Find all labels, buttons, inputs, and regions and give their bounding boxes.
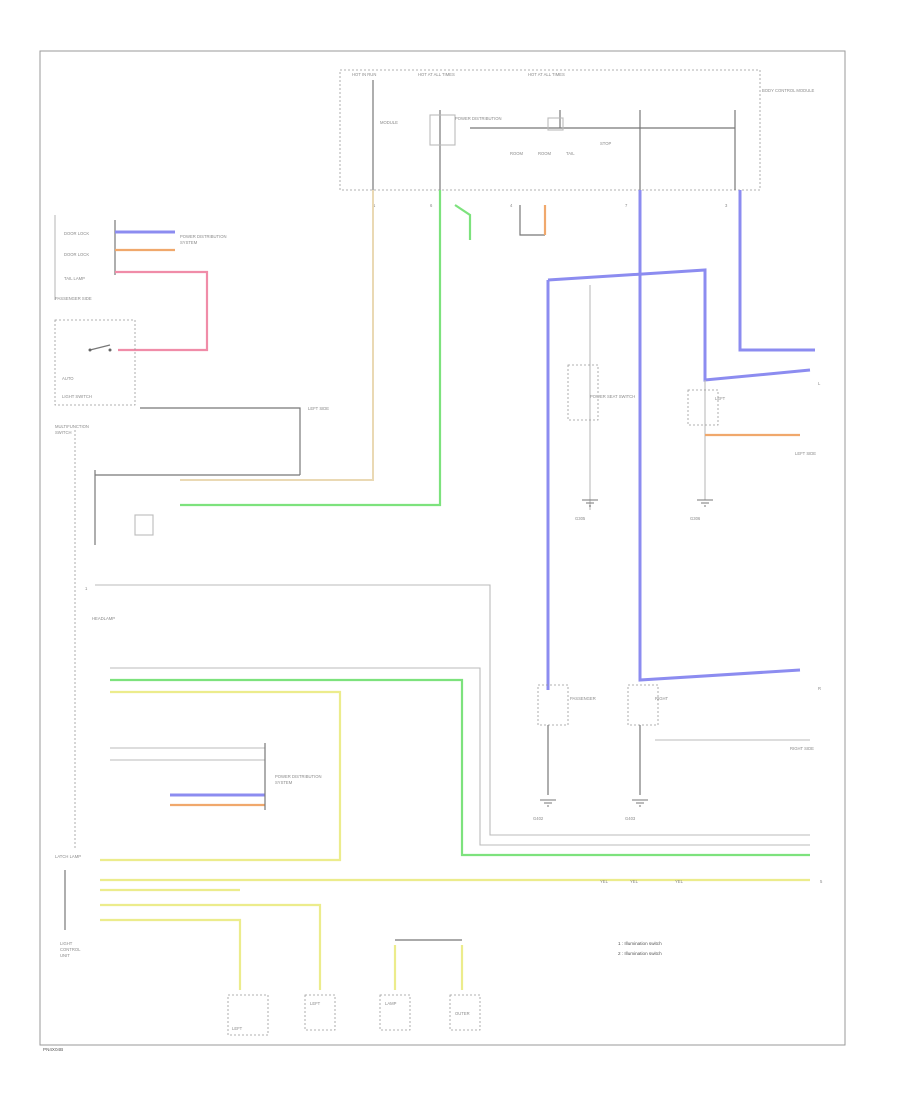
- ground-g3: [540, 799, 556, 807]
- svg-text:ROOM: ROOM: [510, 151, 524, 156]
- footer-code: PN4X04B: [43, 1047, 63, 1052]
- svg-text:MODULE: MODULE: [380, 120, 398, 125]
- svg-text:POWER SEAT SWITCH: POWER SEAT SWITCH: [590, 394, 635, 399]
- svg-text:SYSTEM: SYSTEM: [275, 780, 293, 785]
- left-connector-column: MULTIFUNCTION SWITCH 1 HEADLAMP: [55, 424, 810, 850]
- lower-yellow-bus: LATCH LAMP LIGHT CONTROL UNIT: [55, 854, 810, 990]
- svg-text:HOT AT ALL TIMES: HOT AT ALL TIMES: [528, 72, 565, 77]
- svg-text:MULTIFUNCTION: MULTIFUNCTION: [55, 424, 89, 429]
- svg-text:LAMP: LAMP: [385, 1001, 397, 1006]
- svg-text:1: 1: [373, 203, 376, 208]
- svg-text:UNIT: UNIT: [60, 953, 70, 958]
- svg-text:DOOR LOCK: DOOR LOCK: [64, 231, 89, 236]
- svg-text:LEFT: LEFT: [310, 1001, 321, 1006]
- top-control-module: HOT IN RUN HOT AT ALL TIMES HOT AT ALL T…: [339, 69, 815, 208]
- svg-text:LIGHT: LIGHT: [60, 941, 73, 946]
- ground-g2: [697, 499, 713, 507]
- svg-text:G306: G306: [690, 516, 701, 521]
- top-module-wires: [180, 190, 815, 690]
- svg-text:LATCH LAMP: LATCH LAMP: [55, 854, 81, 859]
- svg-text:G305: G305: [575, 516, 586, 521]
- right-edge-connectors: L R 5 YEL YEL YEL: [600, 381, 823, 884]
- footnote-1: 1 : Illumination switch: [618, 941, 662, 946]
- svg-text:4: 4: [510, 203, 513, 208]
- svg-text:R: R: [818, 686, 821, 691]
- svg-text:SYSTEM: SYSTEM: [180, 240, 198, 245]
- svg-text:PASSENGER SIDE: PASSENGER SIDE: [55, 296, 92, 301]
- ground-g1: [582, 499, 598, 507]
- svg-text:OUTER: OUTER: [455, 1011, 470, 1016]
- svg-text:CONTROL: CONTROL: [60, 947, 81, 952]
- svg-text:HOT AT ALL TIMES: HOT AT ALL TIMES: [418, 72, 455, 77]
- light-switch: AUTO LIGHT SWITCH LEFT SIDE: [54, 319, 329, 430]
- svg-text:DOOR LOCK: DOOR LOCK: [64, 252, 89, 257]
- diagram-frame: [39, 50, 846, 1046]
- svg-text:POWER DISTRIBUTION: POWER DISTRIBUTION: [455, 116, 502, 121]
- svg-text:HOT IN RUN: HOT IN RUN: [352, 72, 376, 77]
- svg-text:LEFT: LEFT: [232, 1026, 243, 1031]
- ground-g4: [632, 799, 648, 807]
- svg-text:L: L: [818, 381, 821, 386]
- svg-text:7: 7: [625, 203, 628, 208]
- svg-text:HEADLAMP: HEADLAMP: [92, 616, 115, 621]
- svg-text:POWER DISTRIBUTION: POWER DISTRIBUTION: [275, 774, 322, 779]
- svg-text:TAIL LAMP: TAIL LAMP: [64, 276, 85, 281]
- svg-text:POWER DISTRIBUTION: POWER DISTRIBUTION: [180, 234, 227, 239]
- svg-text:LEFT SIDE: LEFT SIDE: [308, 406, 329, 411]
- svg-text:3: 3: [725, 203, 728, 208]
- svg-text:YEL: YEL: [630, 879, 639, 884]
- svg-text:BODY CONTROL MODULE: BODY CONTROL MODULE: [762, 88, 815, 93]
- footnote-2: 2 : Illumination switch: [618, 951, 662, 956]
- ground-symbols: G305 G306 G402 G403: [533, 499, 713, 821]
- svg-text:TAIL: TAIL: [566, 151, 575, 156]
- right-door-switches: POWER SEAT SWITCH LEFT LEFT SIDE PASSENG…: [537, 364, 816, 795]
- lower-modules: LEFT LEFT LAMP OUTER: [227, 994, 481, 1036]
- svg-text:RIGHT: RIGHT: [655, 696, 668, 701]
- svg-text:SWITCH: SWITCH: [55, 430, 72, 435]
- svg-text:G403: G403: [625, 816, 636, 821]
- svg-text:1: 1: [85, 586, 88, 591]
- svg-text:STOP: STOP: [600, 141, 612, 146]
- svg-text:YEL: YEL: [600, 879, 609, 884]
- svg-text:6: 6: [430, 203, 433, 208]
- svg-text:G402: G402: [533, 816, 544, 821]
- svg-text:RIGHT SIDE: RIGHT SIDE: [790, 746, 814, 751]
- svg-text:LEFT: LEFT: [715, 396, 726, 401]
- svg-text:PASSENGER: PASSENGER: [570, 696, 596, 701]
- svg-text:AUTO: AUTO: [62, 376, 74, 381]
- footnotes: 1 : Illumination switch 2 : Illumination…: [618, 941, 662, 956]
- svg-text:ROOM: ROOM: [538, 151, 552, 156]
- left-upper-switch-group: DOOR LOCK DOOR LOCK TAIL LAMP PASSENGER …: [54, 215, 227, 352]
- svg-text:YEL: YEL: [675, 879, 684, 884]
- svg-text:LEFT SIDE: LEFT SIDE: [795, 451, 816, 456]
- mid-left-wires: POWER DISTRIBUTION SYSTEM: [100, 667, 810, 862]
- svg-text:5: 5: [820, 879, 823, 884]
- svg-text:LIGHT SWITCH: LIGHT SWITCH: [62, 394, 92, 399]
